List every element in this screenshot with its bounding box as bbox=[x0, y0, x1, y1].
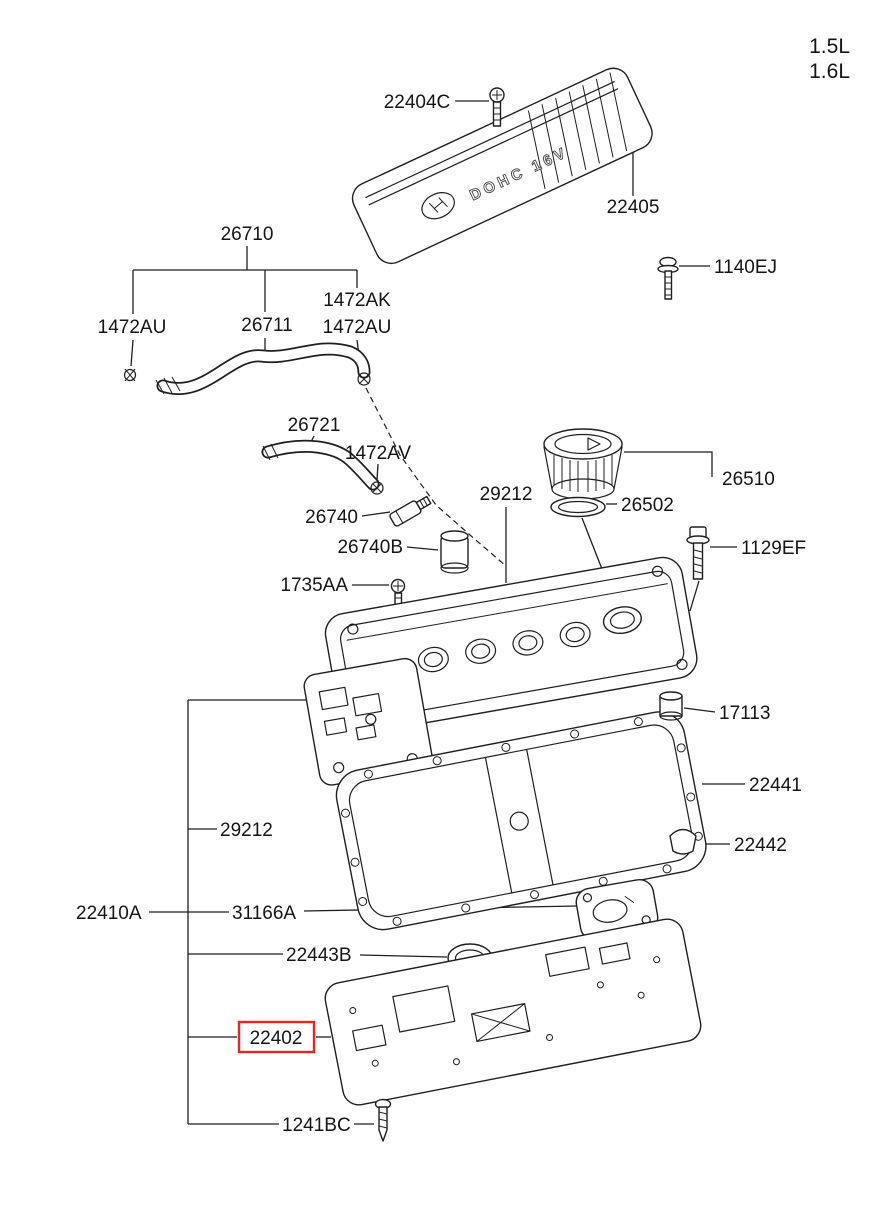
label-22402-highlighted[interactable]: 22402 bbox=[250, 1028, 303, 1049]
valve-cover-drawing bbox=[303, 556, 698, 786]
label-26502[interactable]: 26502 bbox=[621, 495, 674, 516]
label-1472AK[interactable]: 1472AK bbox=[323, 290, 391, 311]
label-26740B[interactable]: 26740B bbox=[337, 537, 403, 558]
label-1735AA[interactable]: 1735AA bbox=[280, 575, 348, 596]
pcv-valve-26740-drawing bbox=[389, 495, 432, 527]
bolt-1129EF-drawing bbox=[686, 526, 710, 580]
gasket-22402-drawing bbox=[324, 918, 702, 1106]
label-26710[interactable]: 26710 bbox=[221, 224, 274, 245]
label-1140EJ[interactable]: 1140EJ bbox=[714, 257, 777, 278]
hose-26711-drawing bbox=[155, 342, 371, 395]
label-26721[interactable]: 26721 bbox=[288, 415, 341, 436]
dashed-assembly-line bbox=[365, 387, 507, 567]
label-31166A[interactable]: 31166A bbox=[232, 903, 296, 924]
label-22443B[interactable]: 22443B bbox=[286, 945, 352, 966]
label-1472AU-left[interactable]: 1472AU bbox=[98, 317, 167, 338]
spark-plug-tubes bbox=[417, 621, 591, 673]
bolt-22404C-drawing bbox=[489, 87, 505, 127]
clamp-1472AU-left-drawing bbox=[123, 368, 137, 382]
highlight-box-22402 bbox=[237, 1020, 316, 1054]
oil-filler-hole bbox=[602, 606, 642, 635]
label-22442[interactable]: 22442 bbox=[734, 835, 787, 856]
oil-cap-26510-drawing bbox=[543, 428, 623, 500]
label-22441[interactable]: 22441 bbox=[749, 775, 802, 796]
label-1241BC[interactable]: 1241BC bbox=[282, 1115, 351, 1136]
label-22405[interactable]: 22405 bbox=[607, 197, 660, 218]
label-1472AV[interactable]: 1472AV bbox=[345, 443, 412, 464]
label-22404C[interactable]: 22404C bbox=[384, 92, 451, 113]
label-1129EF[interactable]: 1129EF bbox=[741, 538, 806, 559]
bushing-17113-drawing bbox=[659, 691, 683, 721]
hyundai-logo-icon bbox=[421, 192, 455, 220]
engine-cover-drawing: DOHC 16V bbox=[351, 67, 653, 265]
label-1472AU-right[interactable]: 1472AU bbox=[323, 317, 392, 338]
label-26740[interactable]: 26740 bbox=[305, 507, 358, 528]
part-labels: 1.5L 1.6L 22404C 22405 1140EJ 26710 1472… bbox=[76, 35, 850, 1136]
label-26510[interactable]: 26510 bbox=[722, 469, 775, 490]
oring-26502-drawing bbox=[550, 496, 606, 518]
group-bracket-22410A bbox=[149, 699, 308, 1125]
clamp-1472AK-drawing bbox=[357, 372, 371, 386]
engine-variant-1-6: 1.6L bbox=[809, 60, 850, 83]
gasket-22441-drawing bbox=[335, 711, 707, 931]
plug-22442-drawing bbox=[669, 828, 697, 855]
engine-variant-1-5: 1.5L bbox=[809, 35, 850, 58]
label-17113[interactable]: 17113 bbox=[719, 703, 770, 724]
label-29212-upper[interactable]: 29212 bbox=[480, 484, 533, 505]
grommet-26740B-drawing bbox=[440, 530, 469, 574]
label-26711[interactable]: 26711 bbox=[241, 315, 292, 336]
clamp-1472AV-drawing bbox=[370, 481, 384, 495]
hose-26721-drawing bbox=[261, 439, 380, 491]
label-22410A[interactable]: 22410A bbox=[76, 903, 142, 924]
bolt-1140EJ-drawing bbox=[657, 256, 679, 300]
label-29212-lower[interactable]: 29212 bbox=[220, 820, 273, 841]
screw-1241BC-drawing bbox=[374, 1098, 392, 1142]
